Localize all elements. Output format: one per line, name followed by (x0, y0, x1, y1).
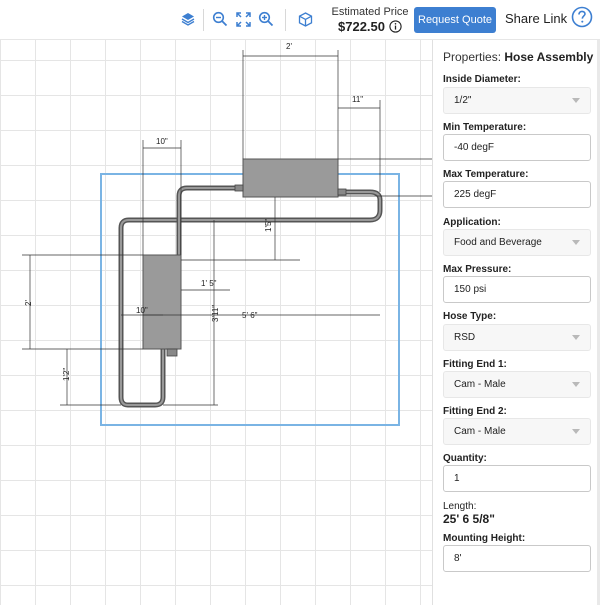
dim-label: 1'5" (264, 219, 273, 232)
inside-diameter-select[interactable]: 1/2" (443, 87, 591, 114)
chevron-down-icon (572, 240, 580, 245)
max-temperature-label: Max Temperature: (443, 169, 529, 180)
dim-label: 3'11" (211, 305, 220, 322)
chevron-down-icon (572, 382, 580, 387)
fitting-upper-right (337, 188, 347, 196)
fitting-end-2-value: Cam - Male (454, 426, 506, 437)
zoom-out-icon[interactable] (210, 9, 230, 29)
share-link-button[interactable]: Share Link (505, 11, 568, 26)
toolbar-divider (285, 9, 286, 31)
3d-view-cube-icon[interactable] (295, 9, 315, 29)
quantity-input[interactable]: 1 (443, 465, 591, 492)
hose-path-upper (176, 185, 240, 260)
dim-label: 10" (136, 306, 148, 315)
estimated-price-value: $722.50 (338, 19, 385, 34)
mounting-height-label: Mounting Height: (443, 533, 526, 544)
estimated-price: Estimated Price $722.50 (330, 6, 410, 34)
hose-type-value: RSD (454, 332, 476, 343)
hose-type-select[interactable]: RSD (443, 324, 591, 351)
request-quote-button[interactable]: Request Quote (414, 7, 496, 33)
max-temperature-value: 225 degF (454, 189, 497, 200)
mounting-height-input[interactable]: 8' (443, 545, 591, 572)
chevron-down-icon (572, 98, 580, 103)
min-temperature-input[interactable]: -40 degF (443, 134, 591, 161)
fitting-end-1-select[interactable]: Cam - Male (443, 371, 591, 398)
tank-lower (142, 254, 182, 350)
length-label: Length: (443, 501, 477, 512)
max-pressure-label: Max Pressure: (443, 264, 512, 275)
layers-icon[interactable] (178, 9, 198, 29)
chevron-down-icon (572, 429, 580, 434)
fitting-end-1-label: Fitting End 1: (443, 359, 507, 370)
design-canvas[interactable]: 2' 11" 10" 1'5" 1' 5" 2' 10" 3'11" 5' 6"… (0, 40, 432, 605)
hose-type-label: Hose Type: (443, 311, 497, 322)
dim-label: 2' (24, 300, 33, 306)
inside-diameter-value: 1/2" (454, 95, 472, 106)
dim-label: 1' 5" (201, 279, 217, 288)
fit-to-screen-icon[interactable] (233, 9, 253, 29)
application-label: Application: (443, 217, 501, 228)
panel-scrollbar[interactable] (597, 40, 600, 605)
quantity-value: 1 (454, 473, 460, 484)
dim-label: 2' (286, 42, 292, 51)
max-pressure-input[interactable]: 150 psi (443, 276, 591, 303)
question-circle-icon[interactable] (571, 6, 593, 28)
fitting-upper-left (234, 184, 244, 192)
toolbar-divider (203, 9, 204, 31)
properties-title-name: Hose Assembly (504, 50, 594, 64)
estimated-price-label: Estimated Price (331, 6, 409, 18)
fitting-end-1-value: Cam - Male (454, 379, 506, 390)
properties-panel: Properties: Hose Assembly Inside Diamete… (432, 40, 600, 605)
hose-drawing[interactable]: 2' 11" 10" 1'5" 1' 5" 2' 10" 3'11" 5' 6"… (0, 40, 432, 605)
dim-label: 11" (352, 95, 363, 104)
properties-title: Properties: Hose Assembly (443, 50, 593, 64)
length-value: 25' 6 5/8" (443, 512, 495, 526)
tank-upper (242, 158, 339, 198)
zoom-in-icon[interactable] (256, 9, 276, 29)
application-value: Food and Beverage (454, 237, 542, 248)
dim-label: 1'2" (62, 368, 71, 381)
min-temperature-value: -40 degF (454, 142, 495, 153)
fitting-end-2-label: Fitting End 2: (443, 406, 507, 417)
dim-label: 10" (156, 137, 168, 146)
chevron-down-icon (572, 335, 580, 340)
application-select[interactable]: Food and Beverage (443, 229, 591, 256)
quantity-label: Quantity: (443, 453, 487, 464)
top-toolbar: Estimated Price $722.50 Request Quote Sh… (0, 0, 600, 40)
fitting-lower (166, 348, 178, 357)
info-icon[interactable] (389, 20, 402, 33)
max-temperature-input[interactable]: 225 degF (443, 181, 591, 208)
properties-title-prefix: Properties: (443, 50, 502, 64)
max-pressure-value: 150 psi (454, 284, 487, 295)
inside-diameter-label: Inside Diameter: (443, 74, 521, 85)
fitting-end-2-select[interactable]: Cam - Male (443, 418, 591, 445)
dim-label: 5' 6" (242, 311, 258, 320)
mounting-height-value: 8' (454, 553, 462, 564)
min-temperature-label: Min Temperature: (443, 122, 527, 133)
